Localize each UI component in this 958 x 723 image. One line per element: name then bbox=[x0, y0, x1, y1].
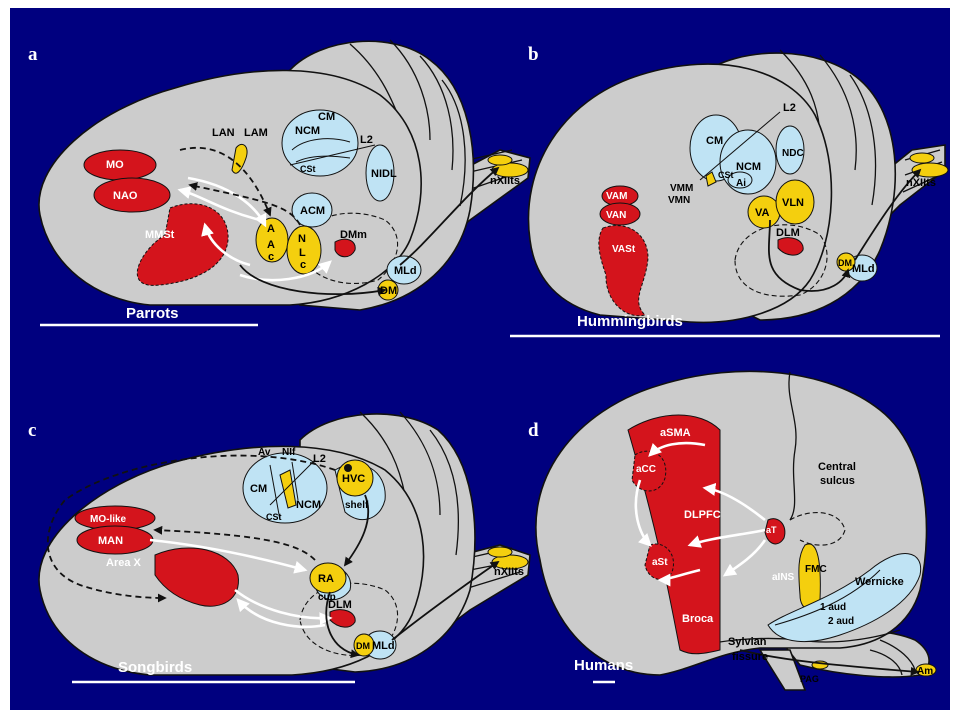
label-vast: VASt bbox=[612, 244, 636, 255]
label-dlpfc: DLPFC bbox=[684, 509, 721, 521]
label-c-dm: DM bbox=[356, 641, 370, 651]
label-vln: VLN bbox=[782, 197, 804, 209]
label-asma: aSMA bbox=[660, 427, 691, 439]
label-b-cm: CM bbox=[706, 135, 723, 147]
label-acc: aCC bbox=[636, 464, 656, 475]
label-b-dm: DM bbox=[838, 258, 852, 268]
panel-d-cerebrum bbox=[536, 371, 927, 675]
label-acm: ACM bbox=[300, 205, 325, 217]
panel-c-letter: c bbox=[28, 420, 36, 441]
label-central-2: sulcus bbox=[820, 475, 855, 487]
label-l2: L2 bbox=[360, 134, 373, 146]
label-van: VAN bbox=[606, 210, 626, 221]
panel-a-letter: a bbox=[28, 44, 38, 65]
label-aac-a2: A bbox=[267, 239, 275, 251]
label-broca: Broca bbox=[682, 613, 714, 625]
label-aac-a: A bbox=[267, 223, 275, 235]
label-nlc-l: L bbox=[299, 247, 306, 259]
label-man: MAN bbox=[98, 535, 123, 547]
label-ra: RA bbox=[318, 573, 334, 585]
label-vmm: VMM bbox=[670, 183, 693, 194]
label-c-cst: CSt bbox=[266, 512, 282, 522]
label-b-l2: L2 bbox=[783, 102, 796, 114]
label-nlc-n: N bbox=[298, 233, 306, 245]
label-mo-like: MO-like bbox=[90, 514, 127, 525]
label-sylvian-2: fissure bbox=[732, 651, 768, 663]
label-lam: LAM bbox=[244, 127, 268, 139]
label-b-nxiits: nXIIts bbox=[906, 177, 936, 189]
label-dm: DM bbox=[380, 285, 397, 297]
label-ast: aSt bbox=[652, 557, 668, 568]
label-area-x: Area X bbox=[106, 557, 142, 569]
panel-c-nif-dot bbox=[344, 464, 352, 472]
label-cst: CSt bbox=[300, 164, 316, 174]
label-wernicke: Wernicke bbox=[855, 576, 904, 588]
label-ncm: NCM bbox=[295, 125, 320, 137]
label-sylvian-1: Sylvian bbox=[728, 636, 767, 648]
label-c-dlm: DLM bbox=[328, 599, 352, 611]
label-cm: CM bbox=[318, 111, 335, 123]
label-b-mld: MLd bbox=[852, 263, 875, 275]
label-b-ncm: NCM bbox=[736, 161, 761, 173]
panel-a-nxiits-nucleus-2 bbox=[488, 155, 512, 165]
label-hvc: HVC bbox=[342, 473, 365, 485]
label-mmst: MMSt bbox=[145, 229, 175, 241]
label-dmm: DMm bbox=[340, 229, 367, 241]
label-shelf: shelf bbox=[345, 500, 369, 511]
panel-b-nxiits-nucleus bbox=[912, 163, 948, 177]
panel-b-nxiits-nucleus-2 bbox=[910, 153, 934, 163]
label-vam: VAM bbox=[606, 191, 627, 202]
label-mld: MLd bbox=[394, 265, 417, 277]
label-lan: LAN bbox=[212, 127, 235, 139]
label-fmc: FMC bbox=[805, 564, 827, 575]
label-ains: aINS bbox=[772, 572, 795, 583]
label-at: aT bbox=[766, 525, 777, 535]
label-nlc-c: c bbox=[300, 259, 306, 271]
label-c-l2: L2 bbox=[313, 453, 326, 465]
label-nif: NIf bbox=[282, 447, 296, 458]
label-nao: NAO bbox=[113, 190, 138, 202]
label-ai: Ai bbox=[736, 178, 746, 189]
panel-d-letter: d bbox=[528, 420, 539, 441]
panel-a-group-title: Parrots bbox=[126, 305, 179, 322]
panel-b-letter: b bbox=[528, 44, 539, 65]
label-nidl: NIDL bbox=[371, 168, 397, 180]
panel-c-nxiits-nucleus-2 bbox=[488, 547, 512, 557]
label-c-cm: CM bbox=[250, 483, 267, 495]
panel-c-group-title: Songbirds bbox=[118, 659, 192, 676]
label-nxiits: nXIIts bbox=[490, 175, 520, 187]
label-c-nxiits: nXIIts bbox=[494, 566, 524, 578]
label-av: Av bbox=[258, 447, 271, 458]
panel-a-dmm bbox=[335, 239, 355, 257]
label-aud1: 1 aud bbox=[820, 602, 846, 613]
label-c-ncm: NCM bbox=[296, 499, 321, 511]
label-am: Am bbox=[917, 666, 933, 677]
panel-d-group-title: Humans bbox=[574, 657, 633, 674]
label-aud2: 2 aud bbox=[828, 616, 854, 627]
label-b-cst: CSt bbox=[718, 170, 734, 180]
label-pag: PAG bbox=[800, 674, 819, 684]
label-mo: MO bbox=[106, 159, 124, 171]
label-aac-c: c bbox=[268, 251, 274, 263]
label-central-1: Central bbox=[818, 461, 856, 473]
label-ndc: NDC bbox=[782, 148, 804, 159]
label-c-mld: MLd bbox=[372, 640, 395, 652]
label-vmn: VMN bbox=[668, 195, 690, 206]
panel-b-group-title: Hummingbirds bbox=[577, 313, 683, 330]
label-b-dlm: DLM bbox=[776, 227, 800, 239]
panel-d-fmc bbox=[799, 544, 820, 610]
label-va: VA bbox=[755, 207, 770, 219]
